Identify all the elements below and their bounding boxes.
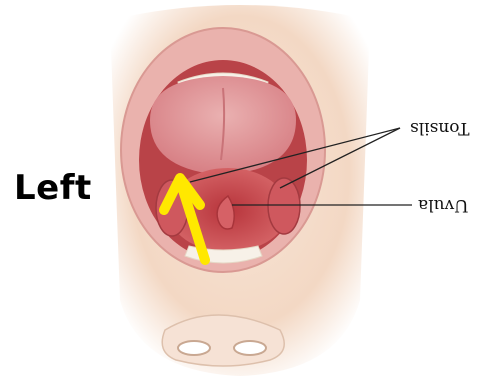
tonsils-label: Tonsils [410, 118, 470, 138]
side-label: Left [14, 168, 92, 208]
uvula-label: Uvula [418, 195, 468, 215]
nostril-left [178, 341, 210, 355]
nostril-right [234, 341, 266, 355]
